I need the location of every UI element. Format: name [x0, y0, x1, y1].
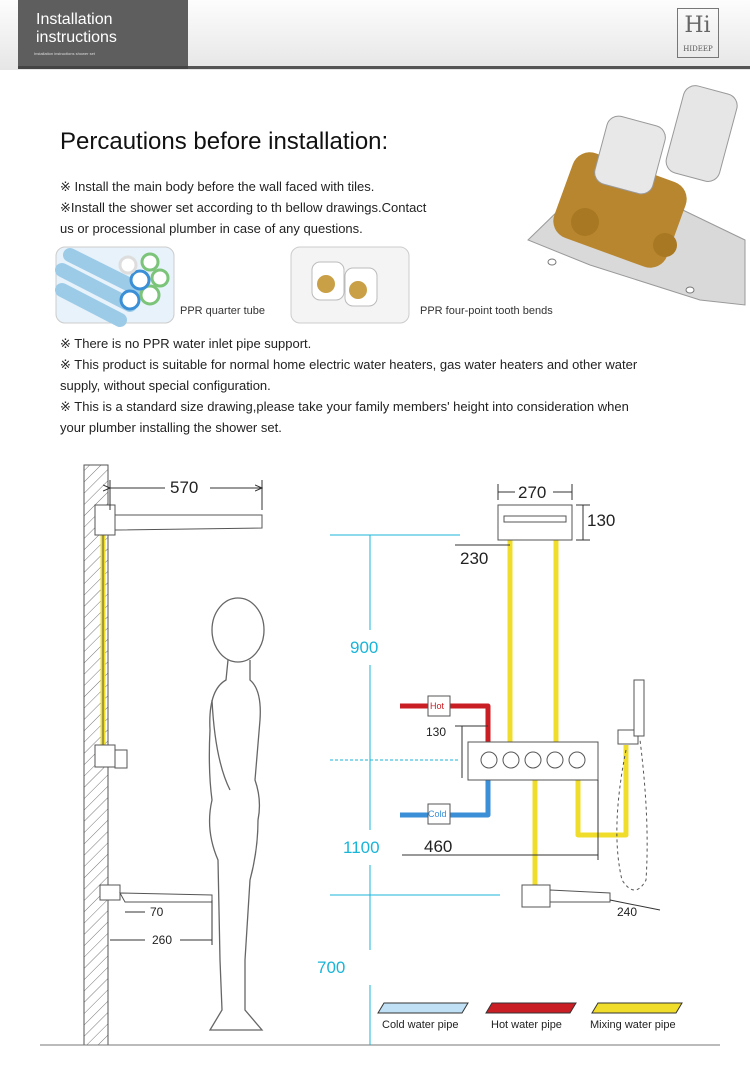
- legend-mix-swatch: [591, 1002, 683, 1014]
- dim-130-mid: 130: [426, 725, 447, 739]
- legend-hot-swatch: [485, 1002, 577, 1014]
- side-view-shower: [94, 504, 263, 903]
- note-bottom-2: ※ This product is suitable for normal ho…: [60, 357, 638, 372]
- page-heading: Percautions before installation:: [60, 128, 389, 155]
- note-top-3: us or processional plumber in case of an…: [60, 221, 363, 236]
- human-figure: [208, 597, 265, 1031]
- logo-name: HIDEEP: [683, 45, 713, 53]
- mixer-valve: [467, 741, 599, 781]
- tub-spout: [521, 884, 611, 908]
- ppr-bends-image: [290, 246, 410, 324]
- hand-shower: [616, 679, 648, 891]
- hot-label-box: [427, 695, 451, 717]
- legend-cold-label: Cold water pipe: [382, 1019, 459, 1031]
- caption-ppr-tube: PPR quarter tube: [180, 305, 265, 317]
- dim-570: 570: [170, 478, 199, 497]
- header-subtitle: Installation instructions shower set: [34, 51, 95, 56]
- valve-product-image: [527, 85, 746, 306]
- front-dimensions: [402, 484, 661, 911]
- ppr-tube-image: [55, 246, 175, 327]
- legend-hot-label: Hot water pipe: [491, 1019, 562, 1031]
- dim-1100: 1100: [343, 838, 380, 857]
- note-top-1: ※ Install the main body before the wall …: [60, 179, 375, 194]
- note-bottom-5: your plumber installing the shower set.: [60, 420, 282, 435]
- dim-230: 230: [460, 549, 489, 568]
- note-top-2: ※Install the shower set according to th …: [60, 200, 427, 215]
- rain-shower-head: [497, 504, 573, 541]
- legend-mix-label: Mixing water pipe: [590, 1019, 676, 1031]
- dim-70: 70: [150, 905, 164, 919]
- logo-mark-icon: Hi: [684, 13, 711, 38]
- dim-270: 270: [518, 483, 547, 502]
- height-dimensions: [330, 534, 500, 1045]
- dim-460: 460: [424, 837, 453, 856]
- note-bottom-4: ※ This is a standard size drawing,please…: [60, 399, 629, 414]
- note-bottom-1: ※ There is no PPR water inlet pipe suppo…: [60, 336, 312, 351]
- dim-900: 900: [350, 638, 379, 657]
- dim-260: 260: [152, 933, 173, 947]
- header-divider: [188, 66, 750, 69]
- brand-logo: Hi HIDEEP: [677, 8, 719, 58]
- cold-label: Cold: [428, 809, 447, 819]
- wall: [40, 464, 720, 1046]
- dim-130-top: 130: [587, 511, 616, 530]
- dim-240: 240: [617, 905, 638, 919]
- legend-cold-swatch: [377, 1002, 469, 1014]
- hot-label: Hot: [430, 701, 445, 711]
- dim-700: 700: [317, 958, 346, 977]
- note-bottom-3: supply, without special configuration.: [60, 378, 271, 393]
- left-dimensions: [110, 480, 262, 945]
- caption-ppr-bends: PPR four-point tooth bends: [420, 305, 553, 317]
- cold-label-box: [427, 803, 451, 825]
